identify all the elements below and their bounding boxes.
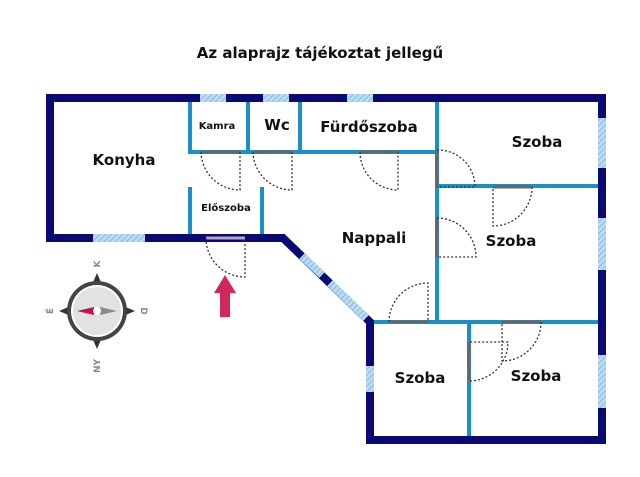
- door-kamra: [200, 151, 241, 191]
- room-label-kamra: Kamra: [199, 121, 236, 132]
- compass-icon: K NY É D: [44, 259, 148, 373]
- compass-east-label: D: [138, 307, 148, 314]
- room-label-szoba3: Szoba: [395, 369, 446, 387]
- room-label-szoba1: Szoba: [512, 133, 563, 151]
- door-szoba2-top: [492, 186, 533, 227]
- room-label-szoba4: Szoba: [511, 367, 562, 385]
- doors: [200, 149, 542, 382]
- room-label-furdoszoba: Fürdőszoba: [320, 118, 417, 136]
- compass-south-label: NY: [93, 358, 103, 373]
- compass-north-label: K: [93, 259, 103, 267]
- door-wc: [252, 151, 293, 191]
- room-label-szoba2: Szoba: [486, 232, 537, 250]
- door-nappali-bottom: [388, 282, 429, 323]
- door-szoba1: [436, 149, 476, 188]
- door-szoba4-left: [469, 341, 509, 382]
- room-label-wc: Wc: [264, 116, 289, 134]
- room-label-nappali: Nappali: [342, 229, 407, 247]
- door-entrance: [205, 237, 246, 278]
- door-openings: [201, 150, 541, 381]
- door-szoba4-top: [501, 321, 542, 362]
- entrance-arrow-icon: [214, 275, 236, 317]
- door-furdoszoba: [359, 151, 399, 191]
- plan-title: Az alaprajz tájékoztat jellegű: [196, 44, 444, 62]
- room-label-eloszoba: Előszoba: [201, 202, 251, 214]
- room-label-konyha: Konyha: [93, 151, 156, 169]
- windows: [93, 94, 606, 408]
- door-szoba2-left: [436, 217, 477, 258]
- compass-west-label: É: [44, 308, 56, 314]
